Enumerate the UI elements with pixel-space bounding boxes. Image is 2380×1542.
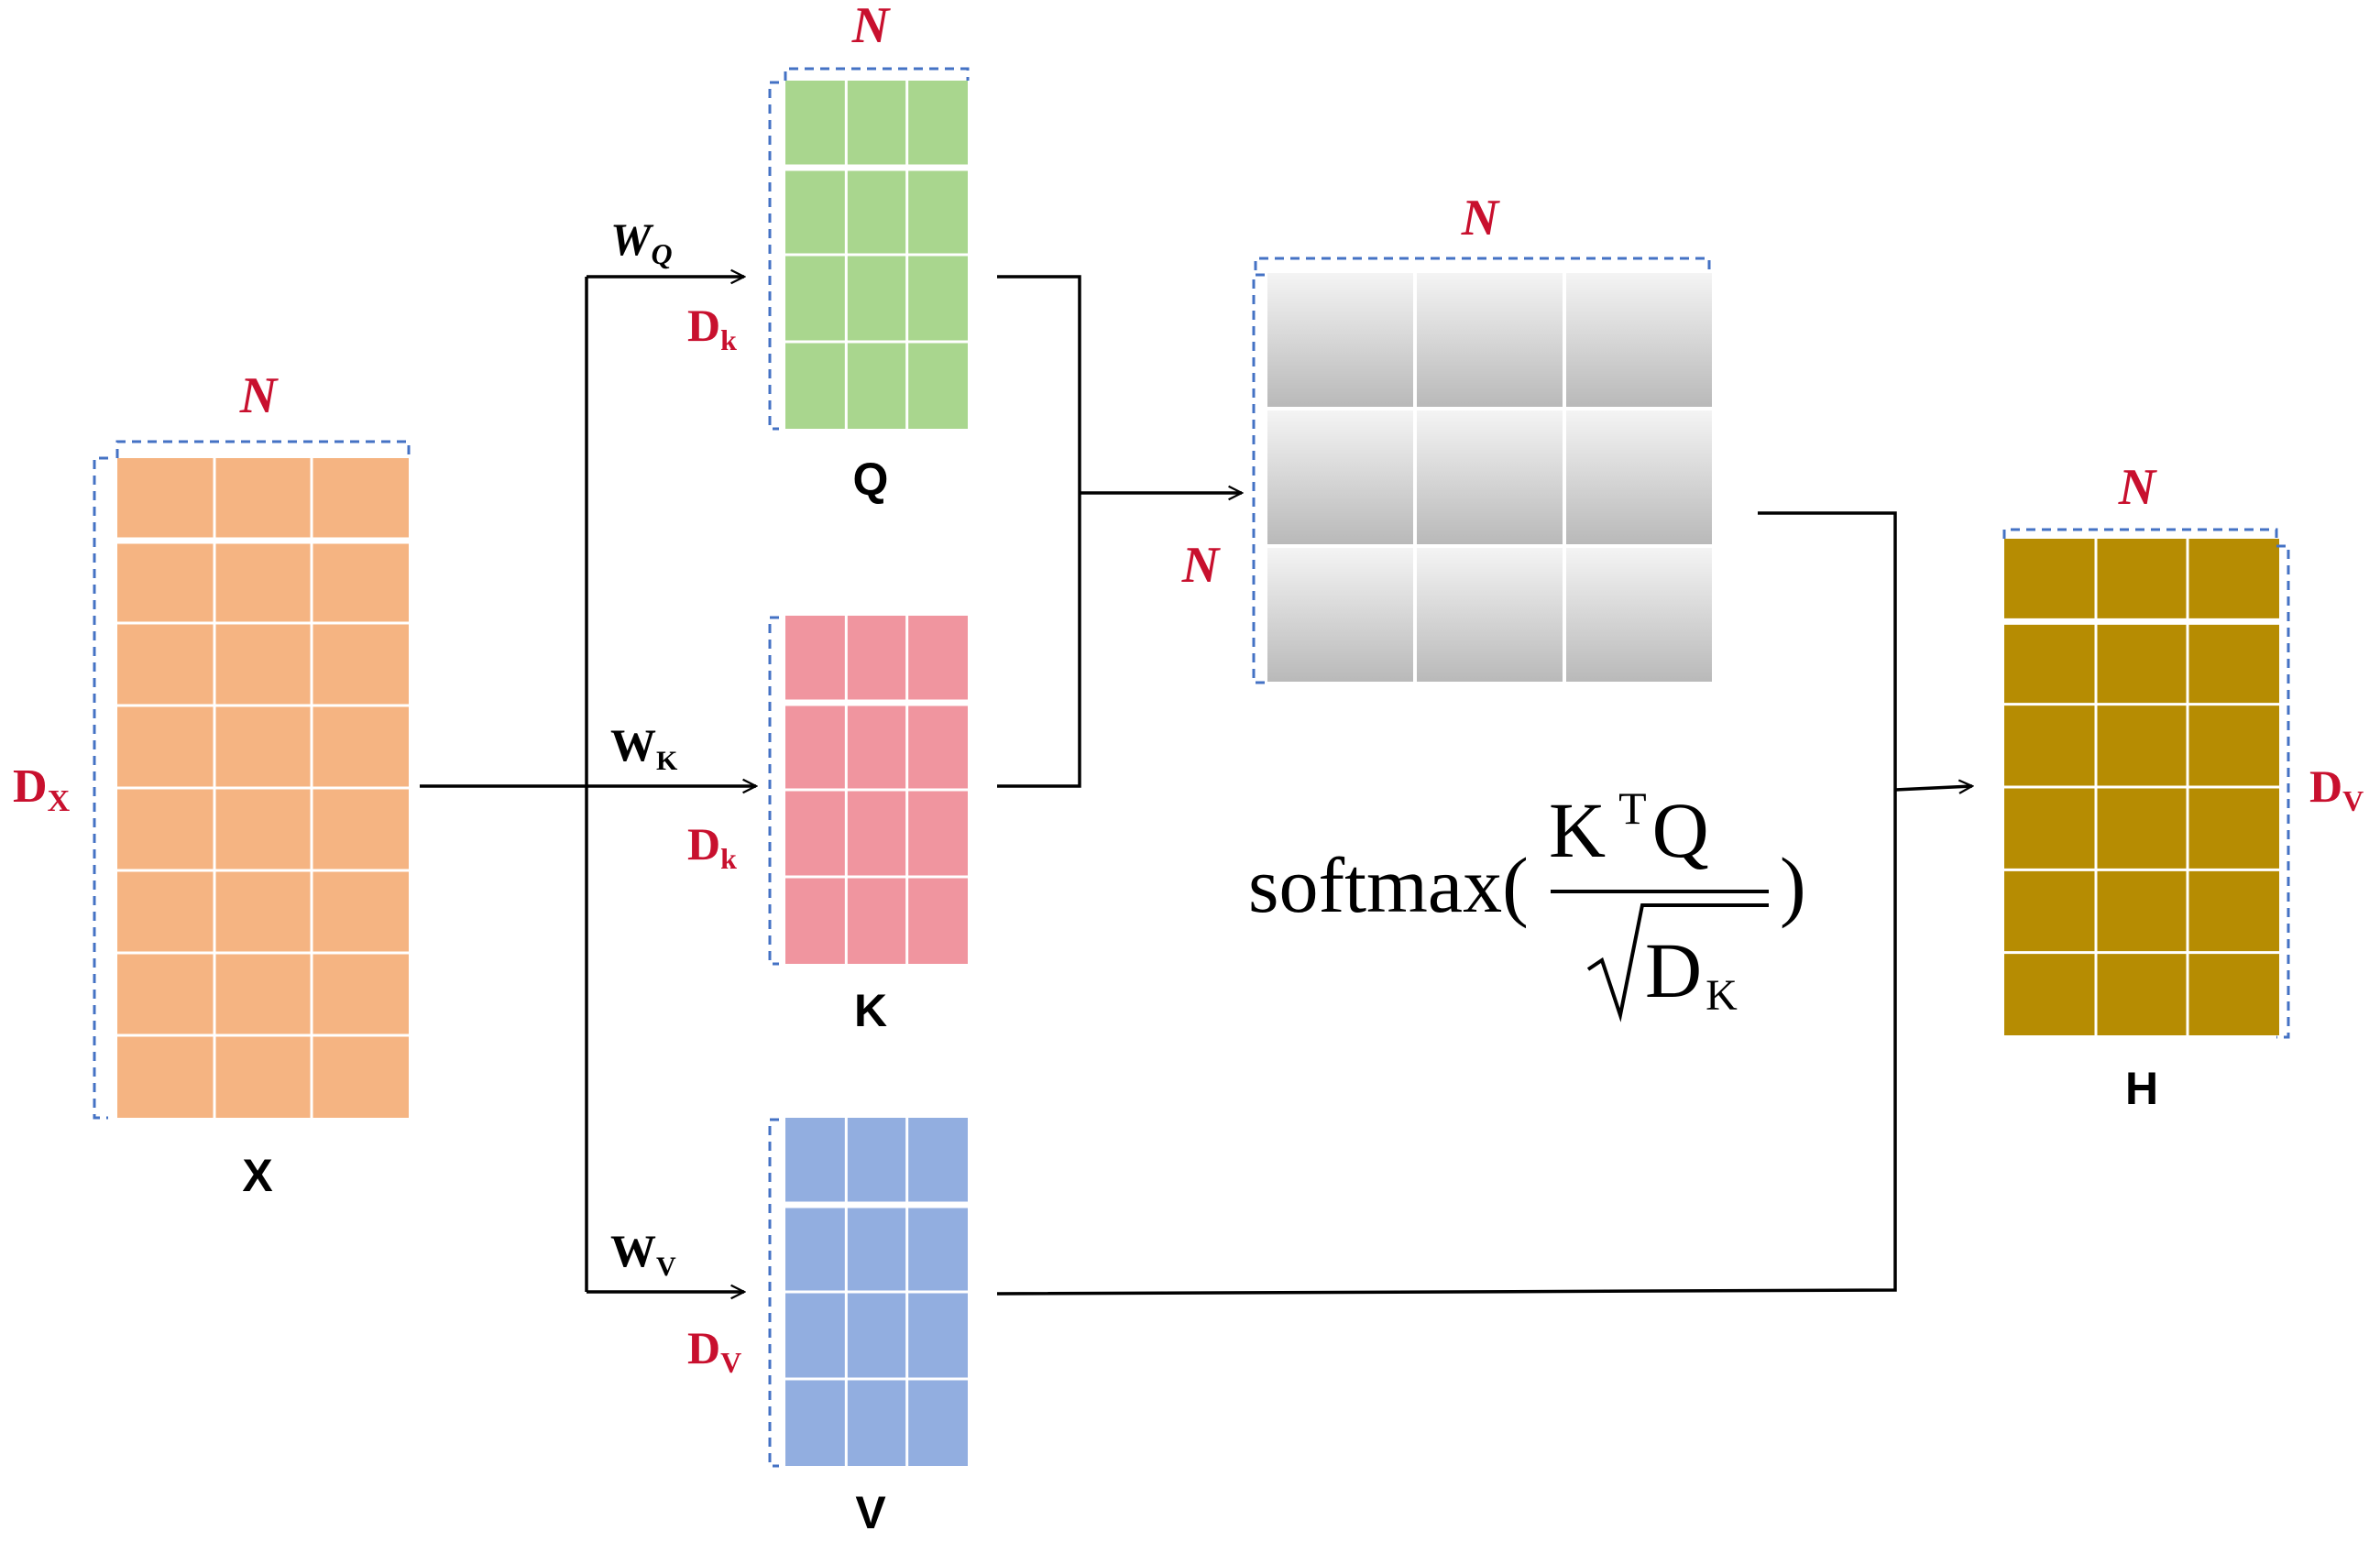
formula-close: ) [1780,841,1806,929]
matrix-x: N DX X [13,367,411,1201]
matrix-q-cols-bracket [784,67,970,81]
matrix-v-rows-bracket [768,1118,779,1468]
attention-cell [1267,273,1413,407]
matrix-q-rows-label: Dk [687,300,737,356]
matrix-h: N DV H [2002,459,2364,1114]
matrix-q-cols-label: N [851,0,892,54]
matrix-h-grid [2004,539,2279,1035]
matrix-attention-rows-bracket [1252,273,1265,684]
attention-output-line [996,511,1897,1296]
attention-cell [1417,548,1563,682]
formula-sqrt-sign [1586,903,1769,1023]
matrix-q-name: Q [853,454,889,505]
matrix-k-grid [785,616,968,964]
arrow-to-h [1894,786,1972,790]
matrix-q: N Dk Q [687,0,970,505]
attention-cell [1566,410,1712,544]
matrix-attention-cells [1267,273,1712,682]
matrix-v-rows-label: DV [687,1322,741,1379]
attention-cell [1267,410,1413,544]
matrix-k-rows-bracket [768,616,779,966]
matrix-attention-cols-label: N [1461,190,1501,246]
matrix-v: DV V [687,1118,968,1538]
matrix-x-name: X [242,1150,272,1201]
matrix-h-cols-label: N [2118,459,2158,516]
matrix-v-grid [785,1118,968,1466]
matrix-x-rows-bracket [93,456,108,1120]
attention-cell [1267,548,1413,682]
matrix-attention: N N [1181,190,1712,684]
attention-cell [1417,410,1563,544]
matrix-h-name: H [2125,1063,2158,1114]
attention-cell [1566,273,1712,407]
matrix-x-cols-bracket [115,440,411,458]
weight-k-label: WK [610,719,678,776]
matrix-x-cols-label: N [239,367,280,424]
q-output-line [997,275,1081,788]
matrix-attention-rows-label: N [1181,537,1222,594]
matrix-h-rows-bracket [2276,544,2290,1039]
matrix-h-cols-bracket [2002,528,2278,539]
formula-denominator: DK [1645,926,1738,1020]
attention-cell [1417,273,1563,407]
matrix-q-rows-bracket [768,81,779,431]
matrix-k-name: K [854,985,887,1036]
matrix-v-name: V [855,1487,886,1538]
attention-cell [1566,548,1712,682]
weight-q-label: WQ [610,213,673,270]
matrix-attention-cols-bracket [1254,257,1711,270]
formula-func: softmax( [1248,841,1529,929]
matrix-k-rows-label: Dk [687,818,737,875]
matrix-x-grid [117,458,409,1118]
matrix-x-rows-label: DX [13,760,71,818]
matrix-q-grid [785,81,968,429]
flow-lines [420,277,1972,1294]
matrix-k: Dk K [687,616,968,1036]
weight-v-label: WV [610,1225,676,1282]
matrix-h-rows-label: DV [2309,760,2364,817]
